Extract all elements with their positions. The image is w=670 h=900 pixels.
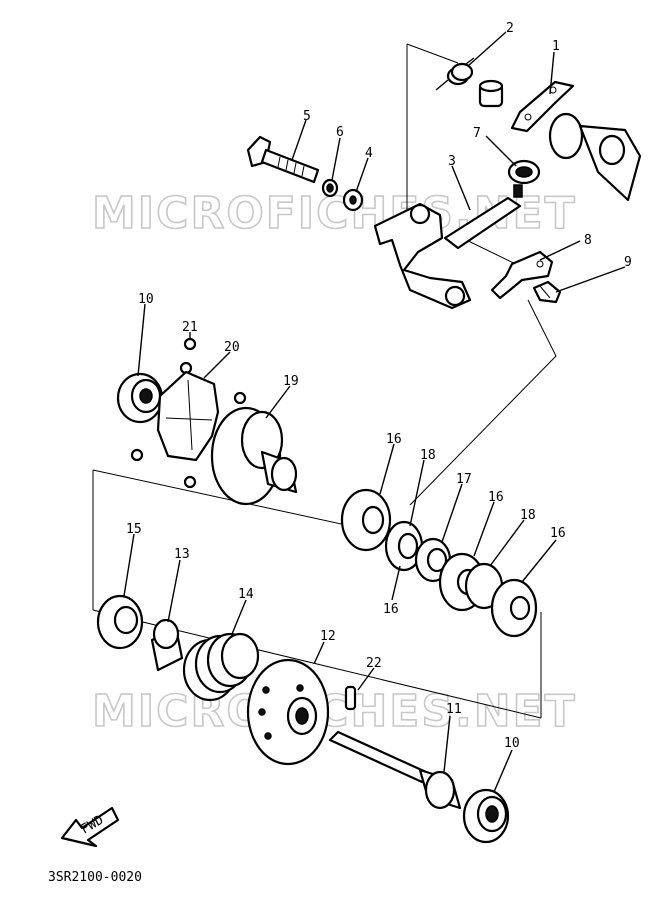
callout-10-lower: 10 — [504, 736, 520, 751]
callout-10-upper: 10 — [138, 292, 154, 307]
part-9-screw — [532, 280, 562, 304]
part-21-balls — [130, 337, 247, 489]
assembly-guide-lines — [92, 43, 557, 719]
fwd-arrow-icon: FWD — [60, 806, 120, 848]
part-13-collar — [150, 618, 184, 672]
callout-11: 11 — [446, 702, 462, 717]
part-19-cam-follower — [210, 406, 298, 506]
callout-20: 20 — [224, 340, 240, 355]
watermark-lower: MICROFICHES.NET — [92, 686, 577, 737]
callout-4: 4 — [365, 146, 373, 161]
callout-1: 1 — [552, 39, 560, 54]
callout-13: 13 — [174, 547, 190, 562]
callout-7: 7 — [473, 126, 481, 141]
part-22-pin — [344, 685, 357, 711]
part-4-washer — [342, 188, 364, 212]
part-2-spring — [435, 57, 475, 91]
part-5-bolt — [246, 135, 320, 184]
callout-5: 5 — [303, 109, 311, 124]
callout-8: 8 — [584, 233, 592, 248]
callout-21: 21 — [182, 320, 198, 335]
part-3-shift-shaft — [373, 184, 523, 310]
callout-17: 17 — [456, 472, 472, 487]
callout-18-b: 18 — [520, 508, 536, 523]
part-20-cam — [156, 370, 220, 462]
callout-16-b: 16 — [488, 490, 504, 505]
shift-bushing — [478, 79, 504, 108]
part-10-bearing-lower — [462, 788, 510, 844]
callout-12: 12 — [320, 629, 336, 644]
part-1-shift-lever — [510, 80, 575, 133]
drawing-code: 3SR2100-0020 — [48, 870, 142, 885]
shift-shaft-housing — [548, 112, 642, 202]
callout-16-a: 16 — [386, 432, 402, 447]
callout-14: 14 — [238, 587, 254, 602]
callout-16-d: 16 — [383, 602, 399, 617]
part-7-oil-seal — [507, 159, 541, 185]
callout-22: 22 — [366, 656, 382, 671]
callout-15: 15 — [126, 522, 142, 537]
callout-16-c: 16 — [550, 526, 566, 541]
part-12-kick-gear — [246, 658, 330, 766]
callout-2: 2 — [506, 21, 514, 36]
part-10-bearing-upper — [116, 372, 164, 424]
callout-9: 9 — [624, 255, 632, 270]
part-15-oil-seal — [96, 594, 144, 650]
callout-3: 3 — [448, 154, 456, 169]
callout-18-a: 18 — [420, 448, 436, 463]
callout-labels: 1 2 3 4 5 6 7 8 9 10 10 11 12 13 14 15 1… — [126, 21, 632, 751]
part-11-kick-shaft — [328, 730, 462, 810]
part-14-spring — [182, 632, 260, 702]
callout-19: 19 — [283, 374, 299, 389]
part-6-washer — [321, 178, 339, 198]
callout-6: 6 — [336, 125, 344, 140]
plate-stack — [340, 488, 538, 638]
leader-lines — [123, 31, 626, 793]
